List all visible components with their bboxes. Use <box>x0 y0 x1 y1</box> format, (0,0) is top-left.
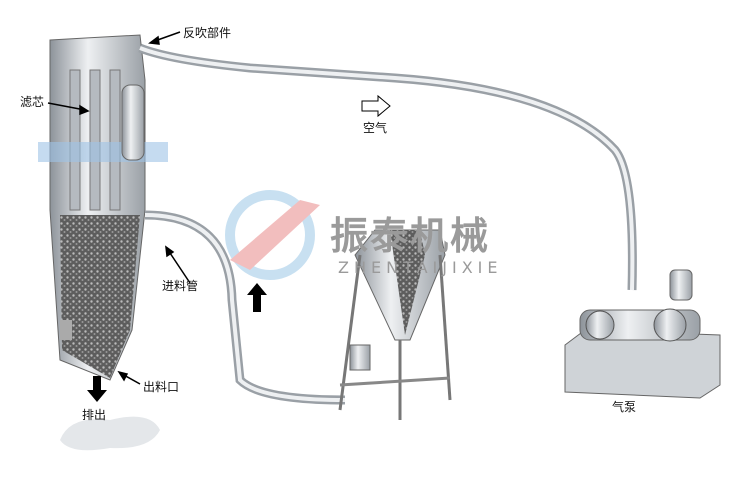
air-direction-arrow <box>361 94 391 118</box>
watermark-cn: 振泰机械 <box>330 214 491 258</box>
label-outlet: 出料口 <box>143 380 180 394</box>
support-platform <box>38 142 168 162</box>
watermark-en: ZHENTAIJIXIE <box>338 258 503 277</box>
label-feed-pipe: 进料管 <box>162 279 199 293</box>
watermark-logo <box>225 190 320 280</box>
discharge-puddle <box>60 416 160 451</box>
air-pump <box>564 269 721 399</box>
feed-hopper <box>338 229 452 420</box>
flow-up-arrow <box>247 283 267 312</box>
label-pump: 气泵 <box>612 400 637 414</box>
flow-down-arrow <box>87 376 107 402</box>
label-discharge: 排出 <box>82 408 107 422</box>
filter-vessel <box>38 34 168 381</box>
label-backflush: 反吹部件 <box>183 26 232 40</box>
feed-pipe <box>144 210 346 405</box>
leader-arrows <box>47 31 191 385</box>
label-air: 空气 <box>363 121 388 135</box>
label-filter: 滤芯 <box>20 95 45 109</box>
backflush-tank <box>121 84 145 161</box>
